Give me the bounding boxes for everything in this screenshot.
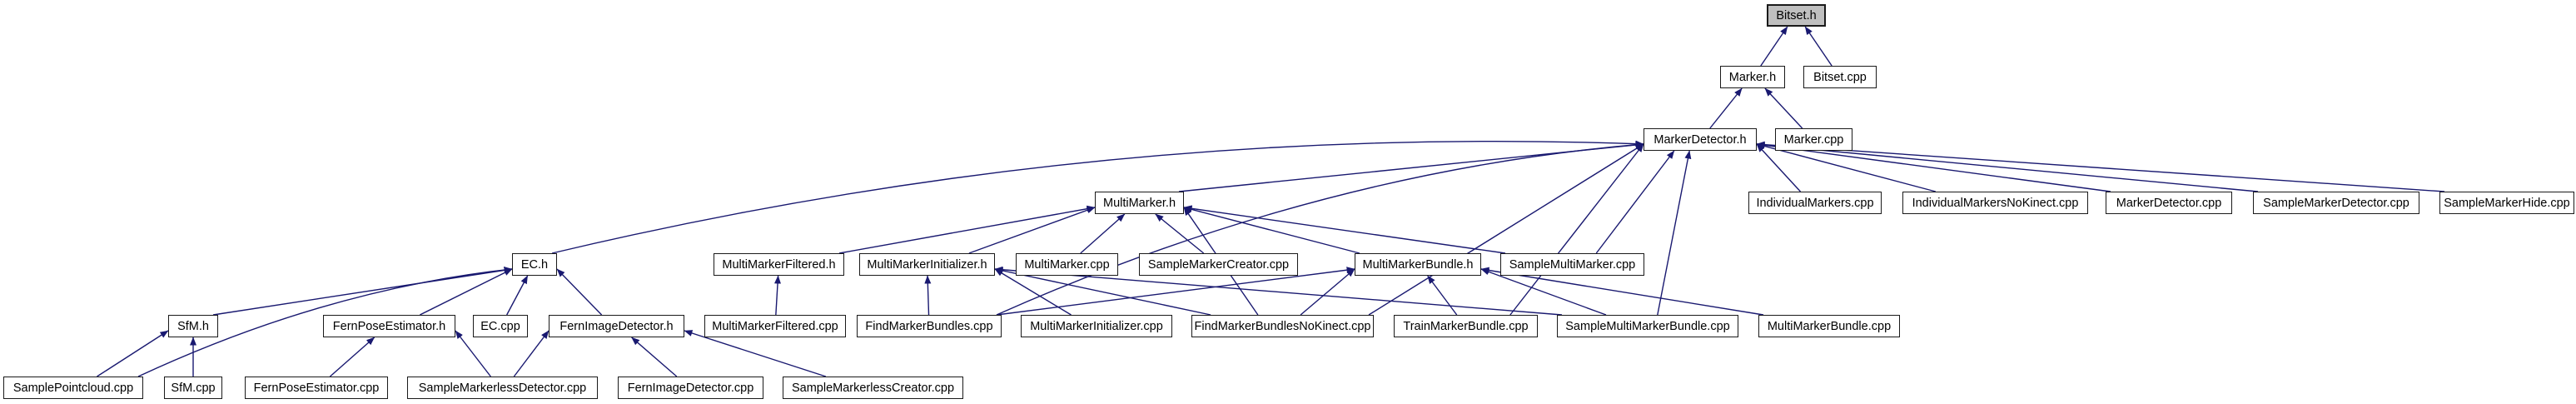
edge-findmarkerbundles_cpp-to-markerdetector_h — [996, 141, 1644, 316]
edge-fernimagedetector_cpp-to-fernimagedetector_h — [631, 337, 678, 377]
graph-node-sfm_h[interactable]: SfM.h — [168, 315, 218, 337]
edge-multimarkerfiltered_cpp-to-multimarkerfiltered_h — [774, 275, 782, 316]
edge-fernposeestimator_cpp-to-fernposeestimator_h — [329, 337, 375, 377]
edge-samplemarkercreator_cpp-to-multimarker_h — [1155, 213, 1205, 254]
graph-node-samplemultimarker_cpp[interactable]: SampleMultiMarker.cpp — [1500, 253, 1644, 276]
graph-node-multimarker_cpp[interactable]: MultiMarker.cpp — [1016, 253, 1118, 276]
edge-samplepointcloud_cpp-to-sfm_h — [97, 330, 169, 377]
edge-markerdetector_h-to-marker_h — [1709, 87, 1743, 129]
graph-node-findmarkerbundlesnokinect_cpp[interactable]: FindMarkerBundlesNoKinect.cpp — [1191, 315, 1374, 337]
graph-node-findmarkerbundles_cpp[interactable]: FindMarkerBundles.cpp — [857, 315, 1002, 337]
edge-findmarkerbundlesnokinect_cpp-to-markerdetector_h — [1368, 143, 1644, 316]
graph-node-samplemarkerlessdetector_cpp[interactable]: SampleMarkerlessDetector.cpp — [407, 377, 598, 399]
graph-node-samplepointcloud_cpp[interactable]: SamplePointcloud.cpp — [3, 377, 143, 399]
edge-samplemarkerlessdetector_cpp-to-fernimagedetector_h — [513, 330, 550, 377]
edge-findmarkerbundlesnokinect_cpp-to-multimarkerbundle_h — [1300, 268, 1355, 316]
graph-node-multimarkerfiltered_h[interactable]: MultiMarkerFiltered.h — [714, 253, 844, 276]
edge-fernposeestimator_h-to-ec_h — [420, 268, 513, 316]
graph-node-sfm_cpp[interactable]: SfM.cpp — [164, 377, 222, 399]
edge-multimarkerinitializer_h-to-multimarker_h — [968, 207, 1096, 254]
edge-sfm_h-to-ec_h — [212, 267, 513, 316]
graph-node-multimarkerfiltered_cpp[interactable]: MultiMarkerFiltered.cpp — [704, 315, 846, 337]
edge-multimarker_cpp-to-multimarker_h — [1080, 213, 1126, 254]
edge-samplemultimarker_cpp-to-multimarker_h — [1183, 205, 1506, 254]
graph-node-fernposeestimator_h[interactable]: FernPoseEstimator.h — [323, 315, 455, 337]
edge-ec_h-to-markerdetector_h — [551, 140, 1644, 254]
graph-node-multimarkerinitializer_cpp[interactable]: MultiMarkerInitializer.cpp — [1021, 315, 1172, 337]
graph-node-ec_h[interactable]: EC.h — [512, 253, 557, 276]
edge-markerdetector_cpp-to-markerdetector_h — [1756, 142, 2111, 192]
edge-ec_cpp-to-ec_h — [506, 275, 529, 316]
edge-trainmarkerbundle_cpp-to-markerdetector_h — [1509, 143, 1644, 316]
graph-node-fernimagedetector_h[interactable]: FernImageDetector.h — [549, 315, 684, 337]
edge-samplepointcloud_cpp-to-ec_h — [137, 267, 513, 377]
edge-bitset_cpp-to-bitset_h — [1804, 26, 1833, 67]
graph-node-ec_cpp[interactable]: EC.cpp — [473, 315, 528, 337]
graph-node-samplemarkerdetector_cpp[interactable]: SampleMarkerDetector.cpp — [2253, 192, 2419, 214]
edge-samplemultimarkerbundle_cpp-to-markerdetector_h — [1657, 150, 1692, 316]
edge-findmarkerbundles_cpp-to-multimarkerinitializer_h — [924, 275, 932, 316]
graph-node-bitset_cpp[interactable]: Bitset.cpp — [1803, 66, 1877, 88]
edge-findmarkerbundles_cpp-to-multimarkerbundle_h — [996, 267, 1355, 316]
graph-node-markerdetector_cpp[interactable]: MarkerDetector.cpp — [2106, 192, 2232, 214]
graph-node-individualmarkers_cpp[interactable]: IndividualMarkers.cpp — [1748, 192, 1882, 214]
edge-marker_h-to-bitset_h — [1760, 26, 1788, 67]
edge-samplemultimarker_cpp-to-markerdetector_h — [1595, 150, 1675, 254]
graph-node-bitset_h: Bitset.h — [1767, 4, 1826, 27]
graph-node-multimarkerbundle_h[interactable]: MultiMarkerBundle.h — [1355, 253, 1481, 276]
edge-trainmarkerbundle_cpp-to-multimarkerbundle_h — [1427, 275, 1458, 316]
edge-marker_cpp-to-marker_h — [1764, 87, 1803, 129]
graph-node-multimarker_h[interactable]: MultiMarker.h — [1095, 192, 1184, 214]
graph-node-individualmarkersnokinect_cpp[interactable]: IndividualMarkersNoKinect.cpp — [1902, 192, 2088, 214]
edge-multimarkerbundle_cpp-to-multimarkerbundle_h — [1480, 267, 1764, 316]
graph-node-multimarkerbundle_cpp[interactable]: MultiMarkerBundle.cpp — [1758, 315, 1900, 337]
edge-fernimagedetector_h-to-ec_h — [556, 268, 603, 316]
graph-node-samplemarkerhide_cpp[interactable]: SampleMarkerHide.cpp — [2439, 192, 2574, 214]
edge-samplemarkerdetector_cpp-to-markerdetector_h — [1756, 141, 2259, 192]
graph-node-marker_h[interactable]: Marker.h — [1720, 66, 1785, 88]
edge-individualmarkers_cpp-to-markerdetector_h — [1756, 143, 1802, 192]
graph-node-fernimagedetector_cpp[interactable]: FernImageDetector.cpp — [618, 377, 763, 399]
edge-multimarkerfiltered_h-to-multimarker_h — [838, 205, 1096, 254]
graph-node-samplemultimarkerbundle_cpp[interactable]: SampleMultiMarkerBundle.cpp — [1557, 315, 1738, 337]
edge-individualmarkersnokinect_cpp-to-markerdetector_h — [1756, 142, 1937, 192]
graph-node-multimarkerinitializer_h[interactable]: MultiMarkerInitializer.h — [859, 253, 995, 276]
edge-samplemarkerlessdetector_cpp-to-fernposeestimator_h — [455, 330, 491, 377]
graph-node-trainmarkerbundle_cpp[interactable]: TrainMarkerBundle.cpp — [1394, 315, 1538, 337]
graph-node-samplemarkerlesscreator_cpp[interactable]: SampleMarkerlessCreator.cpp — [783, 377, 963, 399]
graph-node-fernposeestimator_cpp[interactable]: FernPoseEstimator.cpp — [245, 377, 388, 399]
edge-samplemultimarkerbundle_cpp-to-multimarkerinitializer_h — [994, 266, 1563, 316]
graph-node-marker_cpp[interactable]: Marker.cpp — [1775, 128, 1852, 151]
graph-node-samplemarkercreator_cpp[interactable]: SampleMarkerCreator.cpp — [1139, 253, 1298, 276]
edge-multimarkerinitializer_cpp-to-multimarkerinitializer_h — [994, 268, 1072, 316]
graph-node-markerdetector_h[interactable]: MarkerDetector.h — [1644, 128, 1757, 151]
edge-samplemultimarkerbundle_cpp-to-multimarkerbundle_h — [1480, 268, 1607, 316]
edge-samplemarkerhide_cpp-to-markerdetector_h — [1756, 141, 2445, 192]
edge-multimarkerbundle_h-to-multimarker_h — [1183, 206, 1360, 254]
edge-samplemarkerlesscreator_cpp-to-fernimagedetector_h — [684, 330, 827, 377]
